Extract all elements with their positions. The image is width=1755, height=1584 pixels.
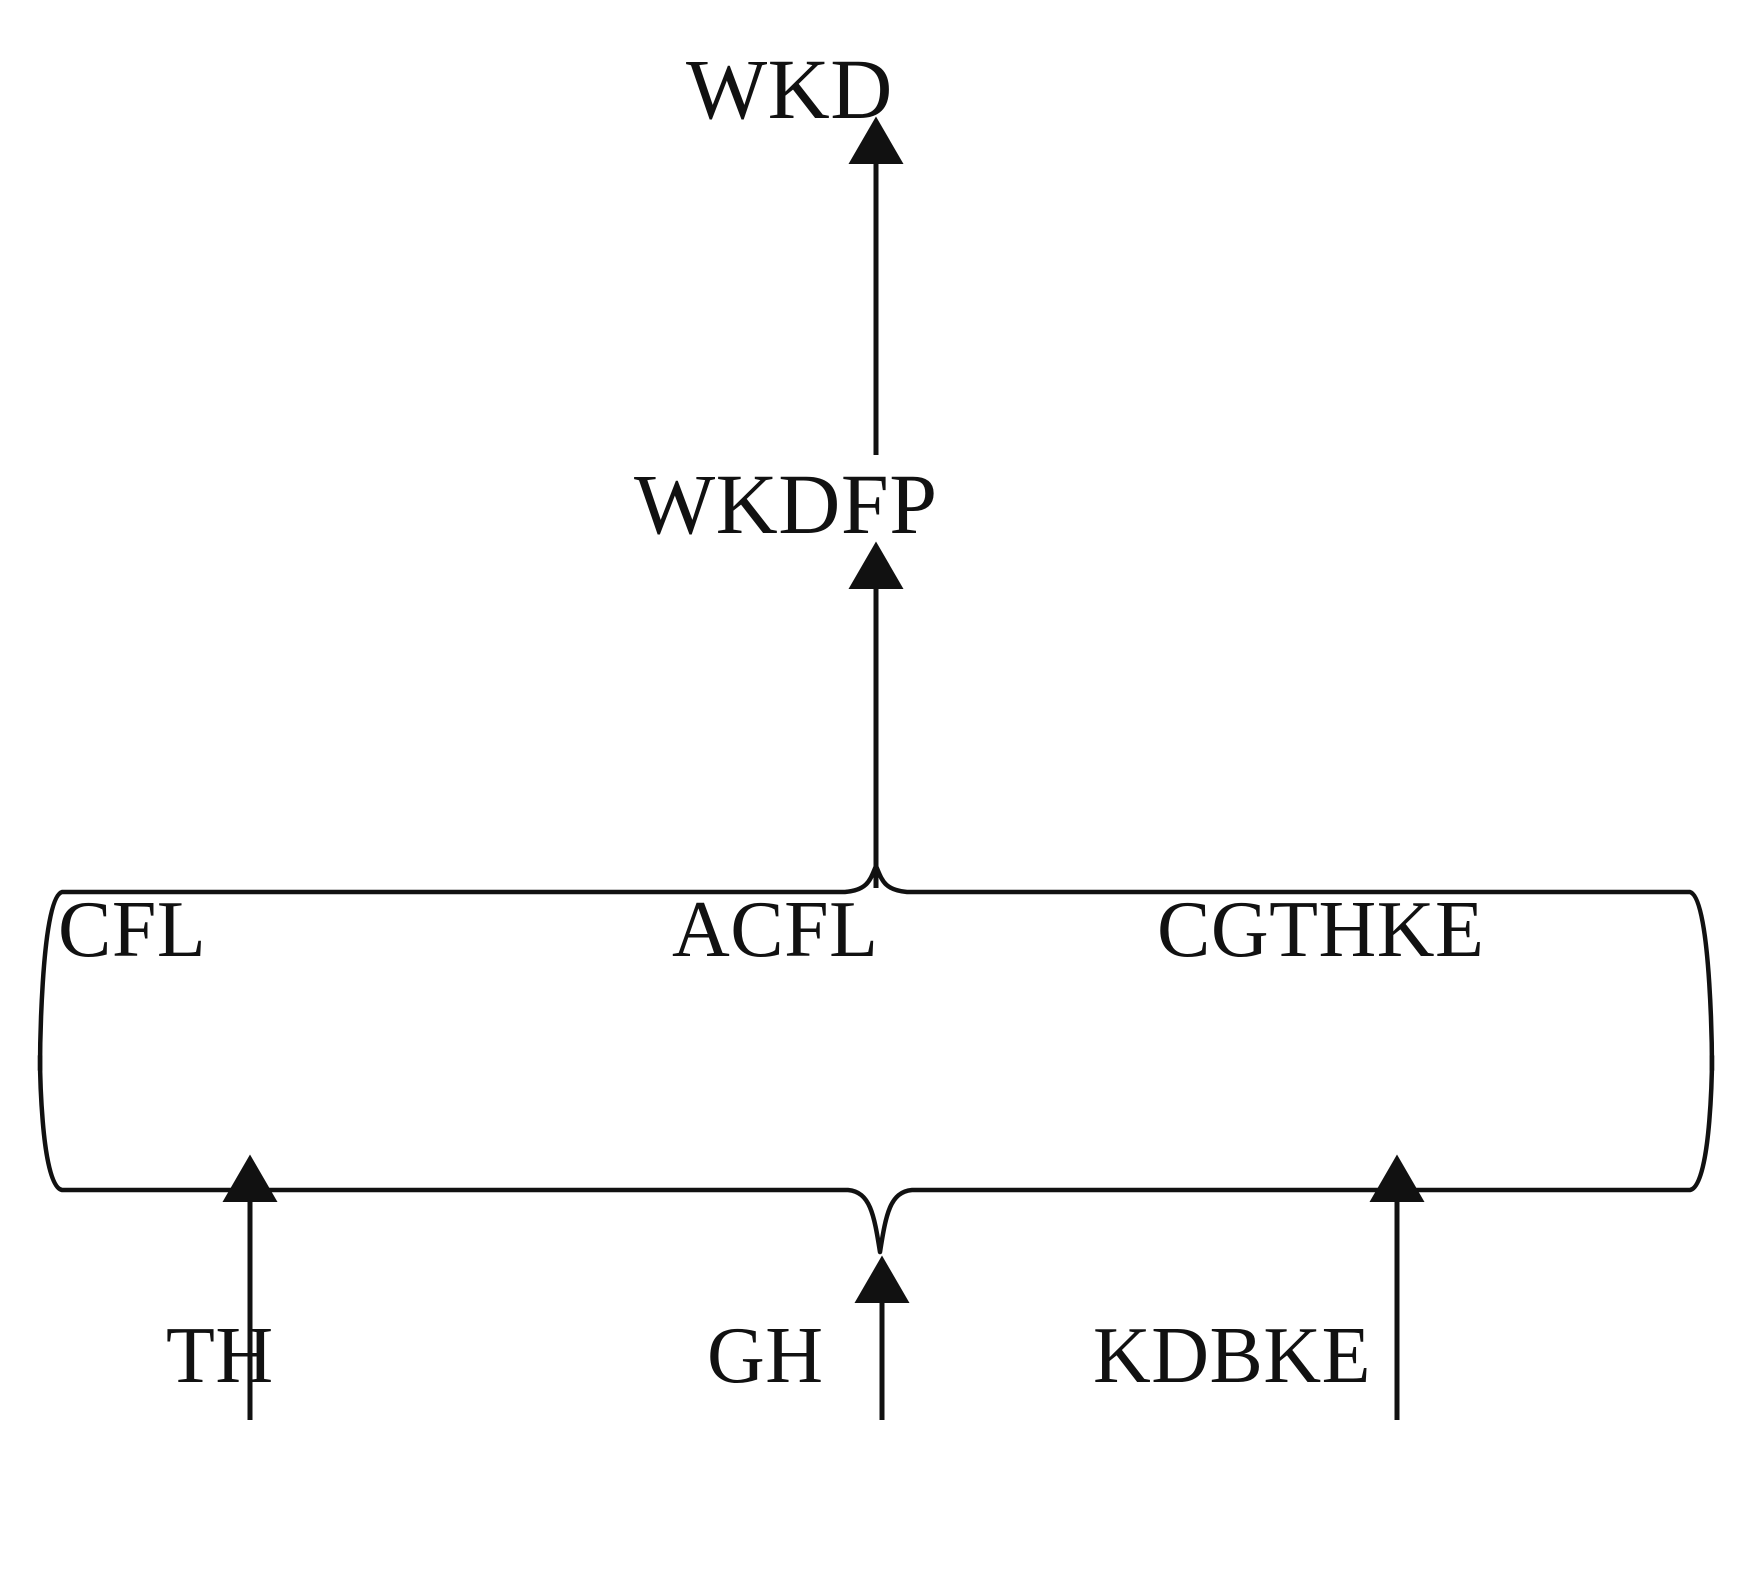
node-wkd: WKD [686,41,893,137]
node-acfl: ACFL [672,886,879,974]
node-kdbke: KDBKE [1093,1312,1372,1400]
node-cfl: CFL [58,886,207,974]
node-cgthke: CGTHKE [1157,886,1485,974]
node-th: TH [166,1312,274,1400]
brace-bottom [37,1053,1715,1255]
node-wkdfp: WKDFP [634,456,938,552]
node-gh: GH [707,1312,824,1400]
brace-top [37,863,1715,1073]
